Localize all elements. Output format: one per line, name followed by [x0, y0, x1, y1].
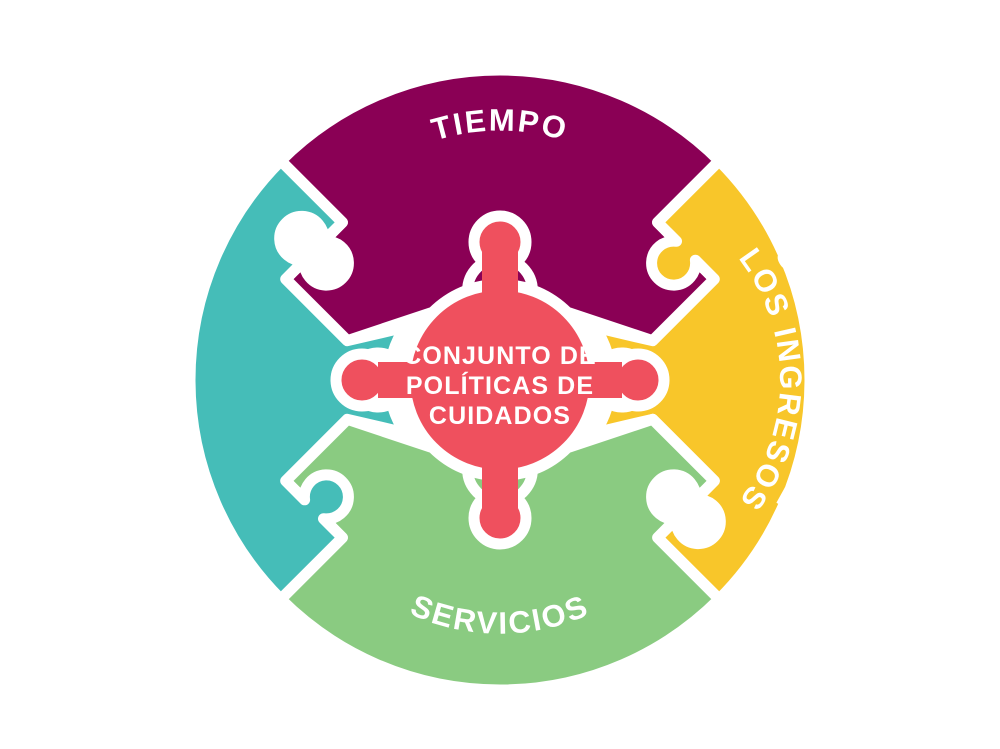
hub-label-line1: CONJUNTO DE — [403, 342, 597, 370]
hub-neck-left — [378, 362, 428, 398]
hub-neck-top — [482, 250, 518, 300]
hub-knob-left-fill — [342, 360, 382, 400]
hub-neck-right — [572, 362, 622, 398]
segment-servicios[interactable]: SERVICIOS — [274, 413, 725, 696]
hub-knob-right-fill — [618, 360, 658, 400]
center-hub[interactable]: CONJUNTO DE POLÍTICAS DE CUIDADOS — [330, 210, 670, 550]
puzzle-segments: TIEMPO SEGURIDAD DE LOS INGRESOS SERVICI — [157, 64, 836, 696]
hub-label-line2: POLÍTICAS DE — [406, 371, 594, 400]
segment-seguridad-shape[interactable] — [589, 155, 816, 605]
hub-label-line3: CUIDADOS — [429, 402, 571, 430]
segment-derechos-shape[interactable] — [184, 155, 411, 605]
center-hub-composite[interactable] — [330, 210, 670, 550]
hub-neck-bottom — [482, 460, 518, 510]
